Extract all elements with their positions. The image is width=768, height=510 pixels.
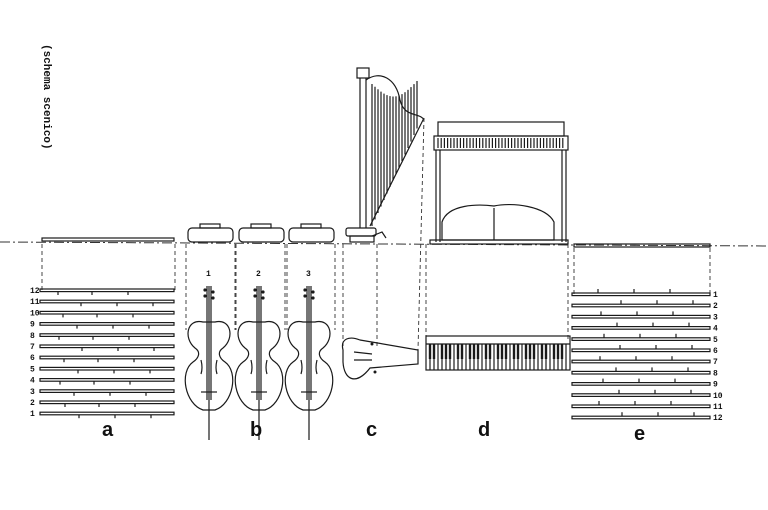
staff-left-number: 5 xyxy=(30,365,35,374)
staff-right xyxy=(571,326,711,330)
cello-1-number: 1 xyxy=(206,270,211,279)
staff-left xyxy=(39,355,175,360)
staff-left-number: 12 xyxy=(30,287,40,296)
staff-left-number: 11 xyxy=(30,298,40,307)
staff-right xyxy=(571,337,711,341)
staff-right xyxy=(571,382,711,386)
staff-left xyxy=(39,344,175,349)
staff-left xyxy=(39,322,175,326)
staff-right-number: 1 xyxy=(713,291,718,300)
cello-3: 3 xyxy=(284,270,334,440)
staff-left xyxy=(39,299,175,304)
staves-left: 12 11 10 9 8 7 6 5 4 3 2 1 xyxy=(30,287,175,419)
staff-right-number: 6 xyxy=(713,347,718,356)
section-e-label: e xyxy=(634,423,645,445)
staff-right-number: 5 xyxy=(713,336,718,345)
staff-left-number: 1 xyxy=(30,410,35,419)
staff-right xyxy=(571,348,711,353)
cello-2-number: 2 xyxy=(256,270,261,279)
section-d: d xyxy=(425,121,571,441)
chair-1 xyxy=(187,223,234,243)
cello-3-number: 3 xyxy=(306,270,311,279)
staff-left-number: 8 xyxy=(30,332,35,341)
staff-right xyxy=(571,314,711,319)
staff-right-number: 8 xyxy=(713,369,718,378)
staff-right-number: 12 xyxy=(713,414,723,423)
staff-left xyxy=(39,310,175,315)
section-a-top-bar xyxy=(41,237,175,242)
schema-scenico-label: (schema scenico) xyxy=(40,44,52,150)
staff-right xyxy=(571,359,711,364)
stage-front-line xyxy=(0,241,768,247)
section-d-label: d xyxy=(478,419,490,441)
staff-left xyxy=(39,389,175,393)
section-c-label: c xyxy=(366,419,377,441)
staff-left-number: 2 xyxy=(30,399,35,408)
chair-2 xyxy=(238,223,285,243)
staff-left-number: 6 xyxy=(30,354,35,363)
section-b-label: b xyxy=(250,419,262,441)
staff-right xyxy=(571,415,711,420)
piano-elevation xyxy=(429,121,569,245)
staff-right-number: 11 xyxy=(713,403,723,412)
staff-left xyxy=(39,333,175,337)
staff-right xyxy=(571,303,711,308)
staff-right-number: 9 xyxy=(713,381,718,390)
section-c: c xyxy=(341,67,425,441)
cello-1: 1 xyxy=(184,270,234,440)
staff-right xyxy=(571,292,711,297)
staff-left xyxy=(39,411,175,416)
staff-right-number: 3 xyxy=(713,313,718,322)
section-a-label: a xyxy=(102,419,114,441)
staff-left xyxy=(39,400,175,405)
staff-right-number: 2 xyxy=(713,302,718,311)
staff-right-number: 7 xyxy=(713,358,718,367)
staff-left-number: 3 xyxy=(30,388,35,397)
chair-3 xyxy=(288,223,335,243)
staff-right xyxy=(571,393,711,397)
staff-left-number: 9 xyxy=(30,321,35,330)
piano-keyboard xyxy=(425,335,571,371)
section-a: 12 11 10 9 8 7 6 5 4 3 2 1 a xyxy=(30,237,176,441)
staff-left-number: 7 xyxy=(30,343,35,352)
section-b: 1 2 3 b xyxy=(184,223,336,441)
cello-2: 2 xyxy=(234,270,284,440)
section-e-top-bar xyxy=(573,243,711,248)
staff-left xyxy=(39,288,175,293)
staff-right-number: 4 xyxy=(713,325,718,334)
staff-left xyxy=(39,366,175,371)
harp-plan xyxy=(341,337,419,380)
staff-right-number: 10 xyxy=(713,392,723,401)
staff-right xyxy=(571,404,711,409)
staff-left-number: 10 xyxy=(30,309,40,318)
staff-left-number: 4 xyxy=(30,377,35,386)
staff-left xyxy=(39,378,175,382)
harp-elevation xyxy=(345,67,425,243)
staff-right xyxy=(571,370,711,375)
